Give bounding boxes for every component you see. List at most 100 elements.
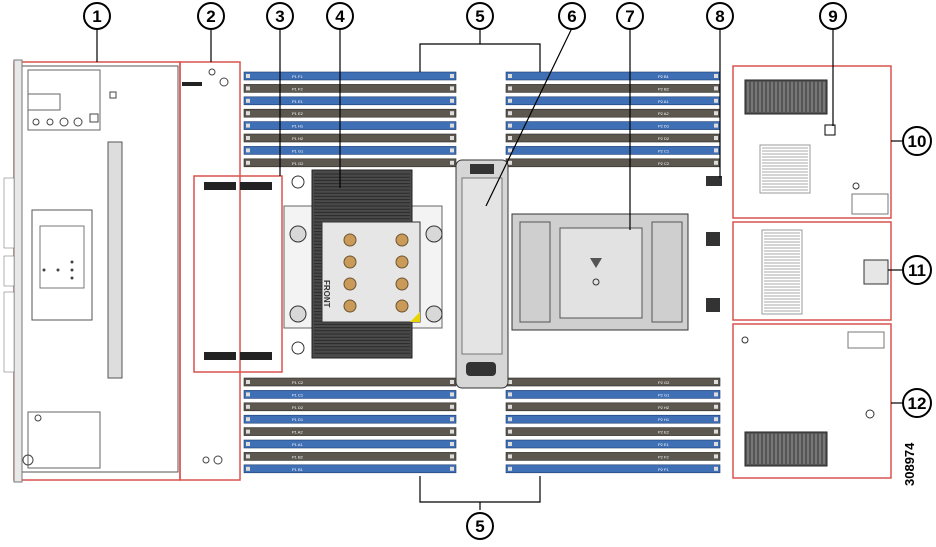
dimm-slot (505, 402, 721, 412)
dimm-latch (450, 404, 454, 409)
dimm-label: P2 H2 (658, 405, 670, 410)
dimm-latch (246, 466, 250, 471)
dimm-slot (505, 84, 721, 93)
dimm-slot (243, 108, 457, 118)
callout-1: 1 (83, 2, 111, 30)
front-module (3, 59, 181, 483)
callout-6-number: 6 (567, 7, 576, 26)
cpu2-heatsink-blank (455, 159, 509, 389)
dimm-slot (505, 452, 721, 461)
dimm-latch (450, 160, 454, 165)
dimm-latch (246, 417, 250, 422)
callout-7-number: 7 (625, 7, 634, 26)
dimm-latch (714, 74, 718, 78)
dimm-latch (508, 442, 512, 446)
dimm-label: P1 D2 (292, 405, 304, 410)
dimm-slot (243, 402, 457, 412)
dimm-label: P2 G2 (658, 380, 670, 385)
dimm-latch (246, 442, 250, 446)
dimm-latch (714, 392, 718, 397)
dimm-latch (508, 136, 512, 140)
figure-id: 308974 (902, 442, 917, 486)
dimm-slot (505, 121, 721, 130)
dimm-label: P1 A2 (292, 430, 303, 435)
callout-4-number: 4 (335, 7, 345, 26)
dimm-slot (243, 146, 457, 155)
dimm-latch (450, 429, 454, 434)
dimm-latch (450, 466, 454, 471)
dimm-label: P2 F1 (658, 467, 669, 472)
dimm-latch (450, 136, 454, 140)
dimm-slot (243, 158, 457, 168)
dimm-latch (246, 160, 250, 165)
dimm-latch (508, 148, 512, 153)
dimm-slot (505, 158, 721, 168)
dimm-latch (246, 111, 250, 116)
dimm-slot (505, 464, 721, 474)
dimm-label: P1 B2 (292, 454, 304, 459)
dimm-latch (450, 380, 454, 384)
dimm-label: P1 F2 (292, 86, 303, 91)
callout-5-bottom: 5 (466, 512, 494, 540)
dimm-latch (714, 148, 718, 153)
dimm-slot (243, 121, 457, 130)
dimm-latch (714, 429, 718, 434)
power-supply-top (732, 65, 892, 219)
dimm-latch (450, 111, 454, 116)
dimm-latch (450, 86, 454, 91)
callout-10: 10 (902, 126, 932, 156)
dimm-latch (714, 454, 718, 459)
dimm-latch (508, 392, 512, 397)
dimm-latch (508, 86, 512, 91)
cpu1-heatsink: FRONT (283, 169, 443, 359)
dimm-latch (450, 74, 454, 78)
callout-12: 12 (902, 388, 932, 418)
dimm-label: P1 H2 (292, 136, 304, 141)
callout-7: 7 (616, 2, 644, 30)
callout-12-number: 12 (908, 394, 927, 413)
dimm-latch (246, 380, 250, 384)
dimm-latch (450, 392, 454, 397)
riser-area (179, 61, 241, 481)
dimm-slot (505, 427, 721, 436)
dimm-latch (450, 442, 454, 446)
dimm-slot (243, 84, 457, 93)
dimm-latch (450, 98, 454, 103)
dimm-latch (246, 404, 250, 409)
dimm-latch (714, 160, 718, 165)
dimm-label: P2 C2 (658, 161, 670, 166)
dimm-slot (505, 108, 721, 118)
dimm-label: P1 C1 (292, 392, 304, 397)
dimm-latch (508, 98, 512, 103)
cpu2-socket (511, 213, 689, 331)
connector-8 (706, 176, 722, 186)
callout-11: 11 (902, 255, 932, 285)
dimm-latch (246, 74, 250, 78)
dimm-latch (508, 74, 512, 78)
dimm-slot (243, 427, 457, 436)
dimm-label: P1 A1 (292, 442, 303, 447)
dimm-latch (714, 380, 718, 384)
dimm-latch (450, 417, 454, 422)
dimm-slot (243, 96, 457, 106)
dimm-label: P2 E2 (658, 430, 670, 435)
dimm-slot (505, 71, 721, 81)
dimm-label: P1 H1 (292, 124, 304, 129)
dimm-label: P1 D1 (292, 417, 304, 422)
dimm-label: P2 E1 (658, 442, 670, 447)
dimm-latch (246, 86, 250, 91)
dimm-latch (508, 404, 512, 409)
dimm-latch (508, 417, 512, 422)
callout-5-bottom-number: 5 (475, 517, 484, 536)
dimm-latch (508, 466, 512, 471)
dimm-latch (714, 111, 718, 116)
callout-9-number: 9 (828, 7, 837, 26)
dimm-label: P1 G1 (292, 148, 304, 153)
dimm-latch (246, 148, 250, 153)
callout-3-number: 3 (275, 7, 284, 26)
dimm-latch (246, 98, 250, 103)
dimm-slot (505, 133, 721, 143)
callout-5-top: 5 (466, 2, 494, 30)
dimm-latch (450, 123, 454, 128)
